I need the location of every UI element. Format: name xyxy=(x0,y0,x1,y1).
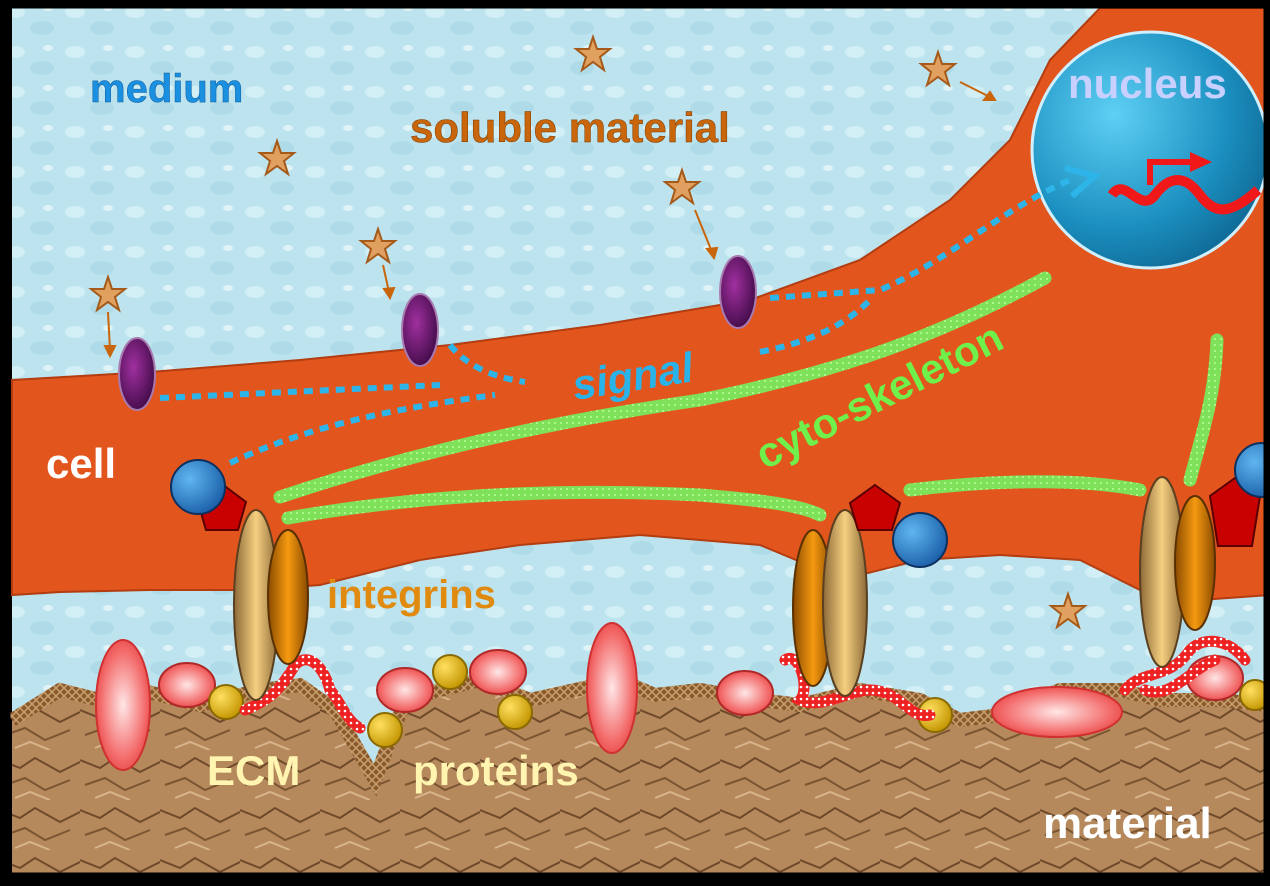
label-ecm: ECM xyxy=(207,747,300,794)
ecm-protein xyxy=(368,713,402,747)
receptor-2 xyxy=(402,294,438,366)
label-soluble-material: soluble material xyxy=(410,104,730,151)
ecm-protein xyxy=(159,663,215,707)
label-medium: medium xyxy=(90,67,243,111)
receptor-3 xyxy=(720,256,756,328)
ecm-protein xyxy=(377,668,433,712)
integrin-beta xyxy=(268,530,308,664)
label-nucleus: nucleus xyxy=(1068,60,1227,107)
ecm-protein xyxy=(433,655,467,689)
ecm-protein xyxy=(209,685,243,719)
receptor-1 xyxy=(119,338,155,410)
label-material: material xyxy=(1043,799,1212,848)
label-cell: cell xyxy=(46,440,116,487)
label-proteins: proteins xyxy=(413,747,579,794)
ecm-protein xyxy=(470,650,526,694)
signal-ball-icon xyxy=(893,513,947,567)
ecm-protein xyxy=(717,671,773,715)
ecm-protein xyxy=(587,623,637,753)
label-integrins: integrins xyxy=(327,573,496,617)
signal-ball-icon xyxy=(171,460,225,514)
integrin-alpha xyxy=(823,510,867,696)
ecm-protein xyxy=(992,687,1122,737)
integrin-beta xyxy=(1175,496,1215,630)
ecm-protein xyxy=(96,640,150,770)
ecm-protein xyxy=(498,695,532,729)
